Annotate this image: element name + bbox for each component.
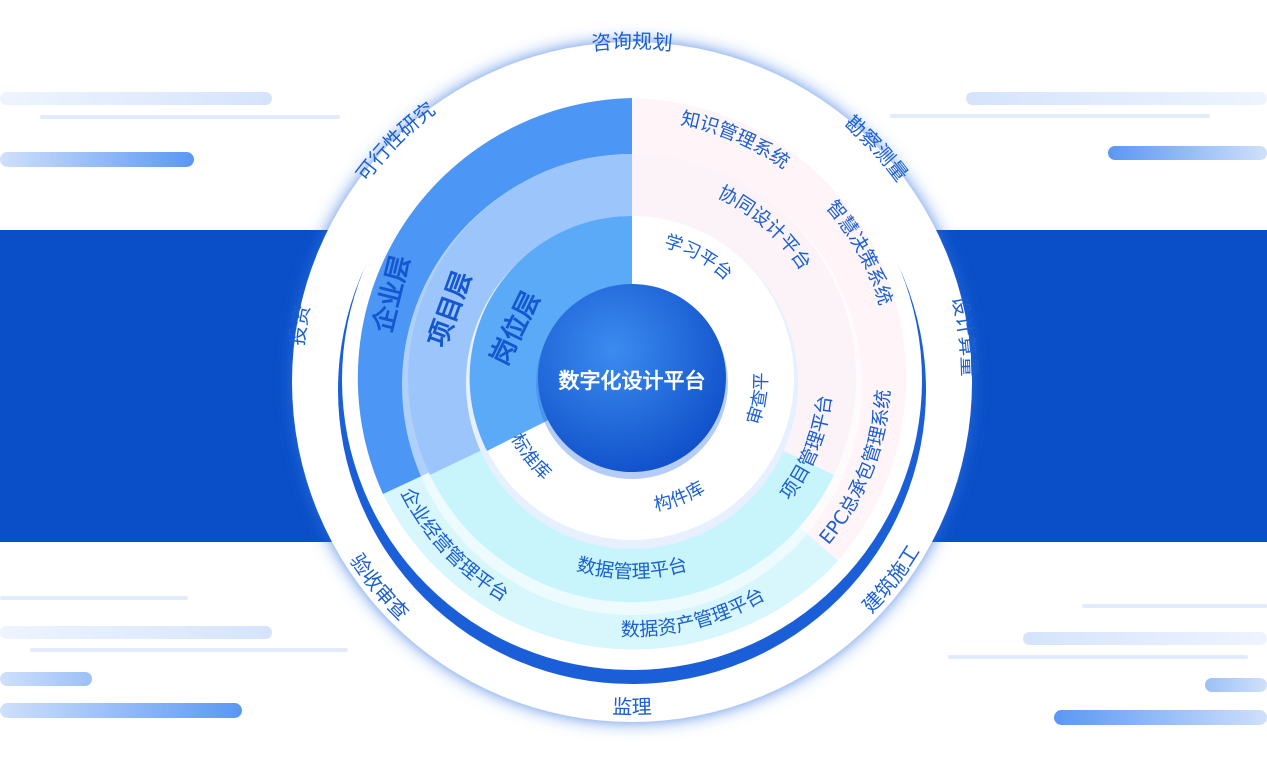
decor-stripe xyxy=(0,92,272,105)
decor-stripe xyxy=(1054,710,1267,725)
decor-stripe xyxy=(0,626,272,639)
decor-stripe xyxy=(1023,632,1267,645)
center-label: 数字化设计平台 xyxy=(559,369,706,393)
decor-stripe xyxy=(1082,604,1267,608)
decor-stripe xyxy=(1108,146,1267,160)
decor-stripe xyxy=(966,92,1267,105)
decor-stripe xyxy=(0,703,242,718)
center-disc xyxy=(538,284,726,472)
decor-stripe xyxy=(948,655,1248,659)
decor-stripe xyxy=(30,648,348,652)
outer-label-supervision: 监理 xyxy=(612,695,652,720)
decor-stripe xyxy=(0,672,92,686)
decor-stripe xyxy=(1205,678,1267,692)
decor-stripe xyxy=(0,596,188,600)
decor-stripe xyxy=(40,115,340,119)
decor-stripe xyxy=(0,152,194,167)
decor-stripe xyxy=(890,114,1210,118)
